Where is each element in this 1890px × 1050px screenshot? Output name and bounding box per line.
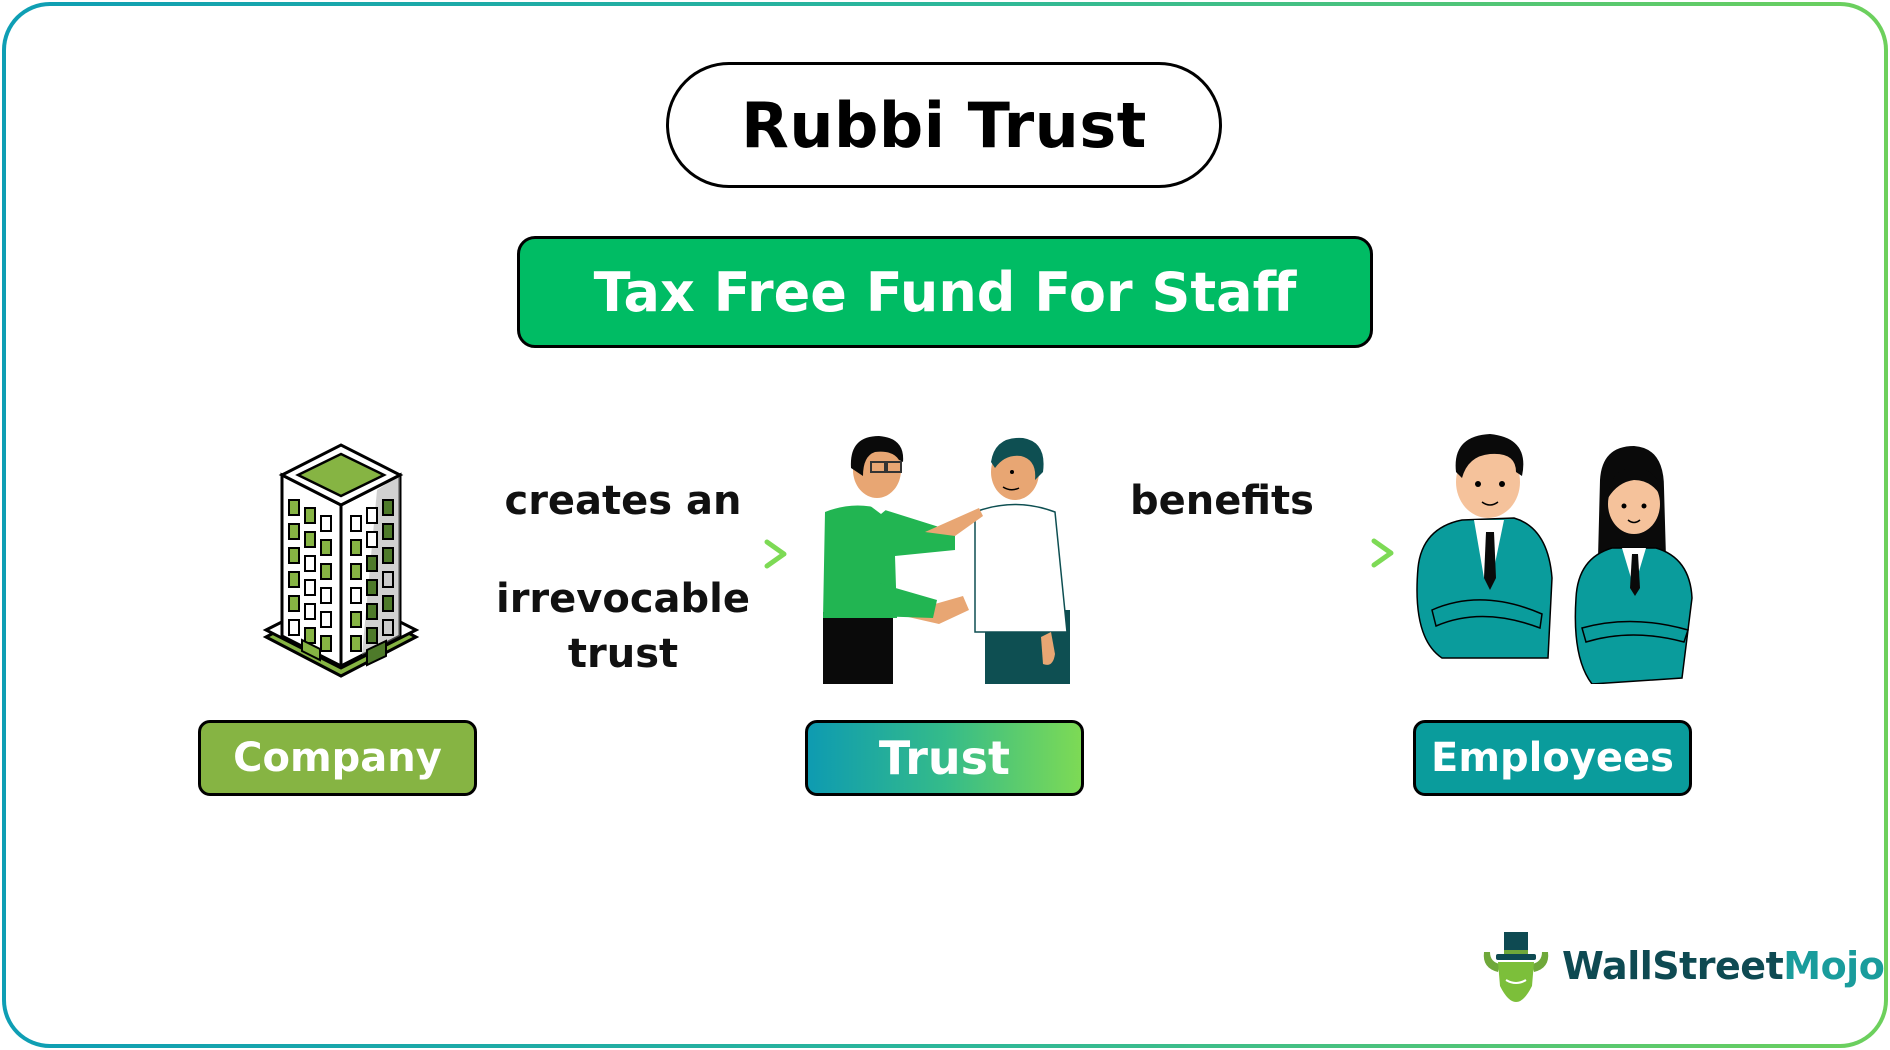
page-title: Rubbi Trust: [666, 62, 1222, 188]
node-trust: Trust: [805, 720, 1084, 796]
arrow-trust-to-employees: [1086, 538, 1394, 568]
employees-group-icon: [1416, 434, 1693, 684]
handshake-people-icon: [823, 436, 1070, 684]
edge-label-trust: trust: [567, 631, 679, 677]
edge-label-irrevocable: irrevocable: [495, 576, 751, 622]
node-company-label: Company: [233, 735, 442, 781]
logo-text-wallstreet: WallStreet: [1562, 944, 1784, 988]
subtitle-banner-text: Tax Free Fund For Staff: [593, 260, 1297, 324]
wallstreetmojo-logo: WallStreetMojo: [1480, 928, 1885, 1004]
edge-label-benefits: benefits: [1130, 478, 1314, 524]
node-employees-label: Employees: [1431, 735, 1674, 781]
node-trust-label: Trust: [878, 731, 1011, 785]
node-company: Company: [198, 720, 477, 796]
node-employees: Employees: [1413, 720, 1692, 796]
logo-text-mojo: Mojo: [1783, 944, 1885, 988]
office-building-icon: [262, 443, 420, 678]
arrow-company-to-trust: [479, 539, 787, 569]
bull-with-top-hat-icon: [1483, 932, 1549, 1002]
subtitle-banner: Tax Free Fund For Staff: [517, 236, 1373, 348]
page-title-text: Rubbi Trust: [741, 88, 1147, 162]
edge-label-creates-an: creates an: [504, 478, 742, 524]
